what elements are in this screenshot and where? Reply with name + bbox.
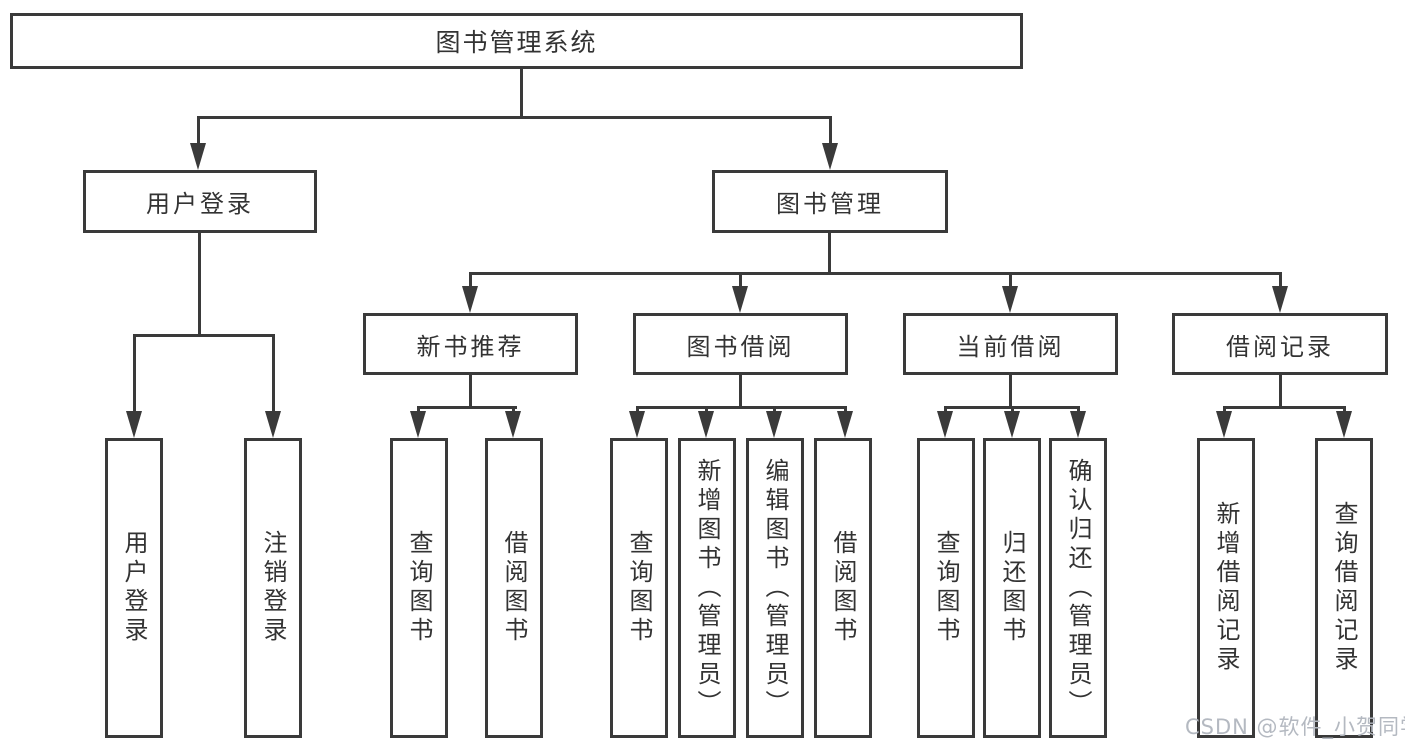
arrowhead-icon [462, 286, 478, 313]
arrowhead-icon [732, 286, 748, 313]
arrowhead-icon [265, 411, 281, 438]
leaf-query-books-current: 查询图书 [917, 438, 975, 738]
node-new-book-recommend: 新书推荐 [363, 313, 578, 375]
leaf-borrow-books-recommend: 借阅图书 [485, 438, 543, 738]
arrowhead-icon [410, 411, 426, 438]
arrowhead-icon [126, 411, 142, 438]
arrowhead-icon [937, 411, 953, 438]
connector-line [520, 68, 523, 119]
connector-line [469, 375, 472, 409]
arrowhead-icon [505, 411, 521, 438]
arrowhead-icon [1272, 286, 1288, 313]
arrowhead-icon [698, 411, 714, 438]
connector-line [133, 334, 275, 337]
connector-line [1009, 375, 1012, 409]
leaf-add-borrow-record: 新增借阅记录 [1197, 438, 1255, 738]
connector-line [829, 116, 832, 156]
connector-line [198, 233, 201, 337]
node-user-login: 用户登录 [83, 170, 317, 233]
leaf-query-books-borrow: 查询图书 [610, 438, 668, 738]
leaf-confirm-return-admin: 确认归还（管理员） [1049, 438, 1107, 738]
arrowhead-icon [190, 143, 206, 170]
arrowhead-icon [837, 411, 853, 438]
arrowhead-icon [1002, 286, 1018, 313]
leaf-logout: 注销登录 [244, 438, 302, 738]
arrowhead-icon [1216, 411, 1232, 438]
node-root-library-system: 图书管理系统 [10, 13, 1023, 69]
node-current-borrow: 当前借阅 [903, 313, 1118, 375]
leaf-return-books: 归还图书 [983, 438, 1041, 738]
connector-line [469, 272, 1282, 275]
leaf-user-login: 用户登录 [105, 438, 163, 738]
leaf-add-books-admin: 新增图书（管理员） [678, 438, 736, 738]
arrowhead-icon [629, 411, 645, 438]
node-book-management: 图书管理 [712, 170, 948, 233]
connector-line [1223, 406, 1346, 409]
leaf-query-books-recommend: 查询图书 [390, 438, 448, 738]
connector-line [197, 116, 200, 156]
connector-line [1279, 375, 1282, 409]
connector-line [272, 334, 275, 422]
connector-line [197, 116, 832, 119]
leaf-query-borrow-record: 查询借阅记录 [1315, 438, 1373, 738]
node-book-borrow: 图书借阅 [633, 313, 848, 375]
connector-line [417, 406, 517, 409]
connector-line [133, 334, 136, 422]
arrowhead-icon [822, 143, 838, 170]
arrowhead-icon [766, 411, 782, 438]
connector-line [636, 406, 847, 409]
node-borrow-records: 借阅记录 [1172, 313, 1388, 375]
arrowhead-icon [1070, 411, 1086, 438]
leaf-edit-books-admin: 编辑图书（管理员） [746, 438, 804, 738]
leaf-borrow-books-borrow: 借阅图书 [814, 438, 872, 738]
connector-line [739, 375, 742, 409]
arrowhead-icon [1336, 411, 1352, 438]
csdn-watermark: CSDN @软件_小贺同学 [1185, 715, 1405, 739]
connector-line [828, 233, 831, 275]
arrowhead-icon [1004, 411, 1020, 438]
